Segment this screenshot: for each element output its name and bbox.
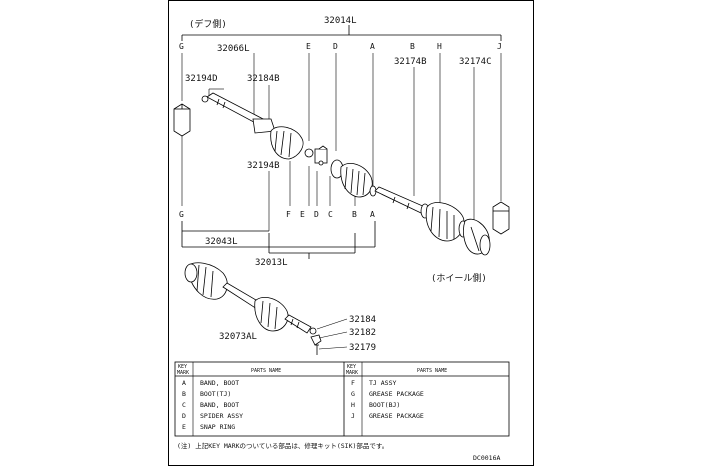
part-number-32174C: 32174C	[459, 57, 492, 67]
top-key-letters: G E D A B H J	[179, 42, 502, 51]
table-row-key: H	[351, 401, 355, 409]
table-row-key: E	[182, 423, 186, 431]
key-letter-G-bottom: G	[179, 210, 184, 219]
table-row-name: SPIDER ASSY	[200, 412, 243, 420]
key-letter-F-bottom: F	[286, 210, 291, 219]
part-number-32174B: 32174B	[394, 57, 427, 67]
key-letter-D-top: D	[333, 42, 338, 51]
key-letter-C-bottom: C	[328, 210, 333, 219]
table-row-key: G	[351, 390, 355, 398]
table-row-name: GREASE PACKAGE	[369, 412, 424, 420]
header-key-mark-2: MARK	[177, 370, 189, 376]
part-number-32194B: 32194B	[247, 161, 280, 171]
part-number-32013L: 32013L	[255, 258, 288, 268]
key-letter-H-top: H	[437, 42, 442, 51]
repair-kit-footnote: (注) 上記KEY MARKのついている部品は、修理キット(SIK)部品です。	[177, 441, 388, 450]
key-letter-B-bottom: B	[352, 210, 357, 219]
wheel-side-note: (ホイール側)	[431, 272, 487, 284]
part-number-32179: 32179	[349, 343, 376, 353]
table-row-name: BOOT(BJ)	[369, 401, 400, 409]
table-row-key: J	[351, 412, 355, 420]
header-key-mark-1: KEY	[178, 364, 187, 370]
bottom-key-letters: G F E D C B A	[179, 210, 375, 219]
table-row-name: SNAP RING	[200, 423, 235, 431]
part-number-32066L: 32066L	[217, 44, 250, 54]
key-letter-E-top: E	[306, 42, 311, 51]
key-letter-G-top: G	[179, 42, 184, 51]
table-row-name: BAND, BOOT	[200, 379, 239, 387]
table-rows-left: A BAND, BOOT B BOOT(TJ) C BAND, BOOT D S…	[182, 379, 243, 431]
grease-package-left	[173, 103, 191, 137]
table-row-key: D	[182, 412, 186, 420]
grease-package-right	[492, 201, 510, 235]
exploded-parts-diagram: (デフ側) 32014L G E D A B H J 32066L 32194D…	[173, 16, 510, 462]
bottom-brackets	[181, 221, 376, 259]
assembled-drive-shaft	[184, 262, 322, 355]
key-letter-J-top: J	[497, 42, 502, 51]
header-parts-name-left: PARTS NAME	[251, 368, 281, 374]
table-row-key: A	[182, 379, 186, 387]
part-number-32014L: 32014L	[324, 16, 357, 26]
diagram-code: DC0016A	[473, 454, 500, 462]
key-letter-E-bottom: E	[300, 210, 305, 219]
differential-side-note: (デフ側)	[189, 18, 227, 30]
table-row-key: C	[182, 401, 186, 409]
table-row-name: BAND, BOOT	[200, 401, 239, 409]
header-parts-name-right: PARTS NAME	[417, 368, 447, 374]
table-row-key: B	[182, 390, 186, 398]
header-key-mark-right-2: MARK	[346, 370, 358, 376]
header-key-mark-right-1: KEY	[347, 364, 356, 370]
table-row-name: TJ ASSY	[369, 379, 396, 387]
diagram-sheet: (デフ側) 32014L G E D A B H J 32066L 32194D…	[168, 0, 534, 466]
table-row-name: BOOT(TJ)	[200, 390, 231, 398]
key-letter-D-bottom: D	[314, 210, 319, 219]
table-row-name: GREASE PACKAGE	[369, 390, 424, 398]
top-bracket	[181, 25, 502, 41]
part-number-32184B: 32184B	[247, 74, 280, 84]
part-number-32184: 32184	[349, 315, 376, 325]
table-row-key: F	[351, 379, 355, 387]
small-part-leaders	[316, 318, 348, 350]
part-number-32073AL: 32073AL	[219, 332, 257, 342]
table-rows-right: F TJ ASSY G GREASE PACKAGE H BOOT(BJ) J …	[351, 379, 424, 420]
key-mark-table: KEY MARK PARTS NAME KEY MARK PARTS NAME …	[174, 361, 510, 437]
exploded-drive-shaft	[201, 92, 491, 256]
leader-lines	[181, 53, 502, 236]
key-letter-A-bottom: A	[370, 210, 375, 219]
part-number-32182: 32182	[349, 328, 376, 338]
part-number-32043L: 32043L	[205, 237, 238, 247]
key-letter-A-top: A	[370, 42, 375, 51]
part-number-32194D: 32194D	[185, 74, 218, 84]
key-letter-B-top: B	[410, 42, 415, 51]
